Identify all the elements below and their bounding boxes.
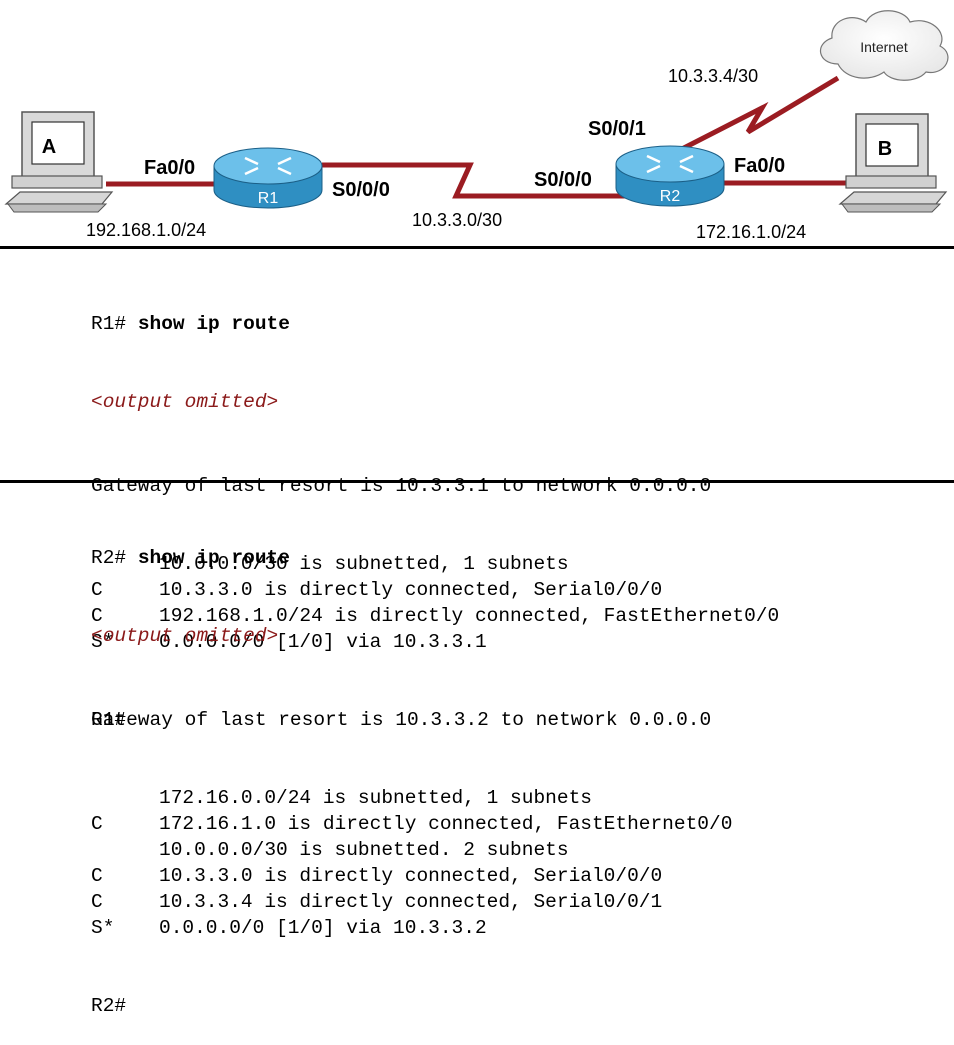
route-text: 172.16.1.0 is directly connected, FastEt… [159,813,733,835]
route-entry: C 192.168.1.0/24 is directly connected, F… [91,603,951,629]
router-r1-label: R1 [258,190,279,207]
r2-fa-label: Fa0/0 [734,155,785,177]
route-entry: S* 0.0.0.0/0 [1/0] via 10.3.3.2 [91,915,951,941]
serial-link-r2-internet [674,75,840,155]
host-a: A [4,111,114,213]
route-text: 172.16.0.0/24 is subnetted, 1 subnets [159,787,592,809]
r2-output-omitted: <output omitted> [91,625,279,647]
route-text: 192.168.1.0/24 is directly connected, Fa… [159,605,780,627]
route-text: 0.0.0.0/0 [1/0] via 10.3.3.1 [159,631,487,653]
r1-output-omitted: <output omitted> [91,391,279,413]
route-text: 10.0.0.0/30 is subnetted, 1 subnets [159,553,569,575]
divider-middle [0,480,954,483]
r1-end-prompt: R1# [91,709,127,731]
network-lan-b-label: 172.16.1.0/24 [696,222,806,242]
router-r1: R1 [213,147,323,209]
r2-show-ip-route-output: R2# show ip route <output omitted> Gatew… [91,493,951,1045]
r2-command-line: R2# show ip route [91,545,951,571]
host-b-label: B [878,138,892,160]
r1-fa-label: Fa0/0 [144,157,195,179]
route-entry: S* 0.0.0.0/0 [1/0] via 10.3.3.1 [91,629,951,655]
route-code: C [91,891,103,913]
r1-prompt: R1# [91,313,127,335]
router-r2-label: R2 [660,188,681,205]
r1-command: show ip route [137,313,290,335]
route-text: 10.0.0.0/30 is subnetted. 2 subnets [159,839,569,861]
route-code: C [91,813,103,835]
route-entry: C 10.3.3.4 is directly connected, Serial0… [91,889,951,915]
r2-gateway-line: Gateway of last resort is 10.3.3.2 to ne… [91,709,712,731]
router-r2: R2 [615,145,725,207]
route-entry: 10.0.0.0/30 is subnetted, 1 subnets [91,551,951,577]
serial-link-r1-r2 [322,162,626,199]
route-entry: 10.0.0.0/30 is subnetted. 2 subnets [91,837,951,863]
host-a-label: A [42,136,56,158]
route-entry: C 10.3.3.0 is directly connected, Serial0… [91,863,951,889]
r2-serial1-label: S0/0/1 [588,118,646,140]
network-internet-link-label: 10.3.3.4/30 [668,66,758,86]
route-text: 10.3.3.0 is directly connected, Serial0/… [159,579,663,601]
r1-serial-label: S0/0/0 [332,179,390,201]
route-entry: C 172.16.1.0 is directly connected, FastE… [91,811,951,837]
router-arrows-icon [244,156,292,176]
divider-top [0,246,954,249]
route-entry: C 10.3.3.0 is directly connected, Serial0… [91,577,951,603]
route-entry: 172.16.0.0/24 is subnetted, 1 subnets [91,785,951,811]
router-arrows-icon [646,154,694,174]
r2-command: show ip route [137,547,290,569]
route-code: S* [91,917,115,939]
route-text: 0.0.0.0/0 [1/0] via 10.3.3.2 [159,917,487,939]
route-text: 10.3.3.0 is directly connected, Serial0/… [159,865,663,887]
r2-prompt: R2# [91,547,127,569]
route-code: C [91,605,103,627]
network-lan-a-label: 192.168.1.0/24 [86,220,206,240]
r1-command-line: R1# show ip route [91,311,951,337]
host-b: B [838,113,948,213]
r2-serial0-label: S0/0/0 [534,169,592,191]
r2-end-prompt: R2# [91,995,127,1017]
internet-label: Internet [860,39,908,55]
route-code: C [91,579,103,601]
network-wan-label: 10.3.3.0/30 [412,210,502,230]
internet-cloud-icon: Internet [820,10,949,81]
route-code: S* [91,631,115,653]
route-code: C [91,865,103,887]
route-text: 10.3.3.4 is directly connected, Serial0/… [159,891,663,913]
network-topology-diagram: A B R1 R2 Internet Fa0/0 S0/0/0 S [4,10,949,242]
